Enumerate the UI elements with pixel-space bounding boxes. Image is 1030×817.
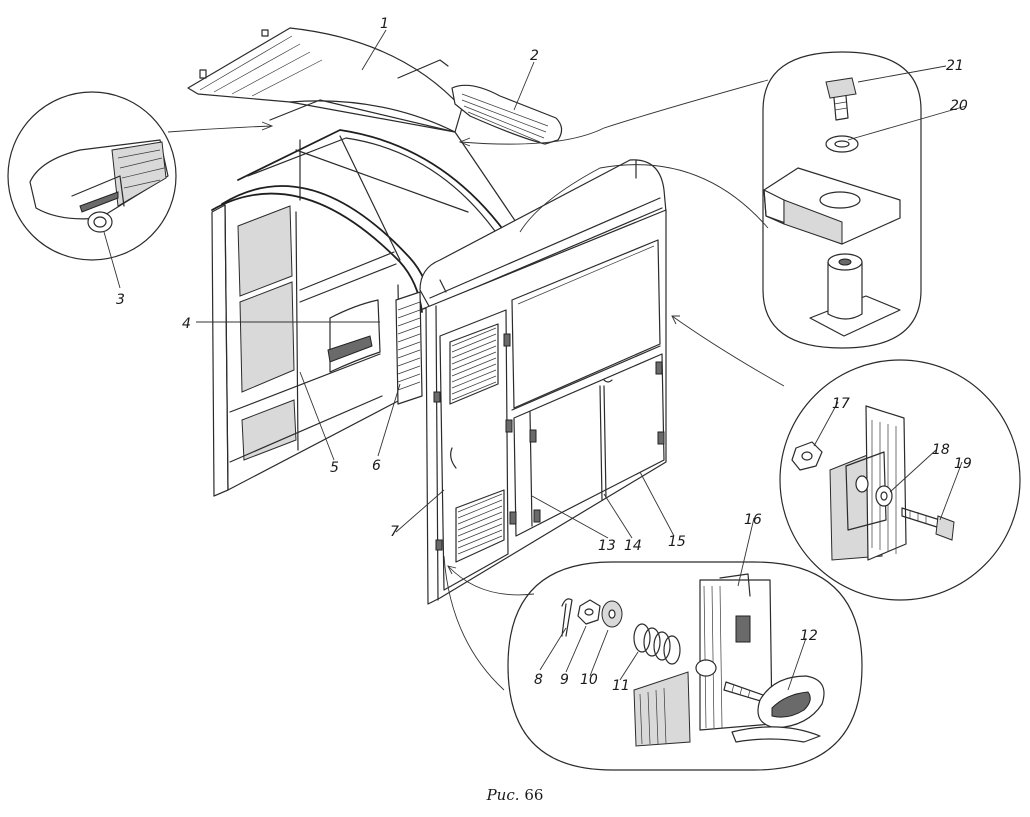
caption-label: Рис. (486, 786, 520, 804)
callout-19: 19 (954, 456, 972, 472)
callout-18: 18 (932, 442, 950, 458)
roof-hatch (451, 84, 563, 145)
callout-17: 17 (832, 396, 850, 412)
spring (633, 623, 681, 665)
callout-7: 7 (390, 524, 399, 540)
detail-pill-8-16 (507, 561, 863, 771)
side-grille (395, 291, 423, 405)
callout-11: 11 (612, 678, 630, 694)
callout-8: 8 (534, 672, 543, 688)
callout-20: 20 (950, 98, 968, 114)
caption-number: 66 (524, 786, 544, 804)
callout-15: 15 (668, 534, 686, 550)
callout-12: 12 (800, 628, 818, 644)
door-vent-lower (455, 489, 505, 563)
callout-5: 5 (330, 460, 339, 476)
callout-4: 4 (182, 316, 191, 332)
roof-panel (187, 27, 463, 133)
detail-circle-17-19 (779, 359, 1021, 601)
callout-3: 3 (116, 292, 125, 308)
cabin-frame (211, 99, 521, 497)
callout-10: 10 (580, 672, 598, 688)
callout-labels: 1 2 3 4 5 6 7 8 9 10 11 12 13 14 15 16 1… (116, 16, 972, 694)
detail-circle-3 (7, 91, 177, 261)
door-vent-upper (449, 323, 499, 405)
callout-2: 2 (530, 48, 539, 64)
callout-1: 1 (380, 16, 389, 32)
callout-9: 9 (560, 672, 569, 688)
detail-pill-20-21 (762, 51, 922, 349)
callout-13: 13 (598, 538, 616, 554)
figure-caption: Рис. 66 (0, 786, 1030, 804)
connector-arrows (167, 79, 785, 691)
front-wall (419, 159, 667, 605)
callout-14: 14 (624, 538, 642, 554)
callout-21: 21 (946, 58, 964, 74)
leader-lines (103, 29, 967, 691)
callout-6: 6 (372, 458, 381, 474)
callout-16: 16 (744, 512, 762, 528)
